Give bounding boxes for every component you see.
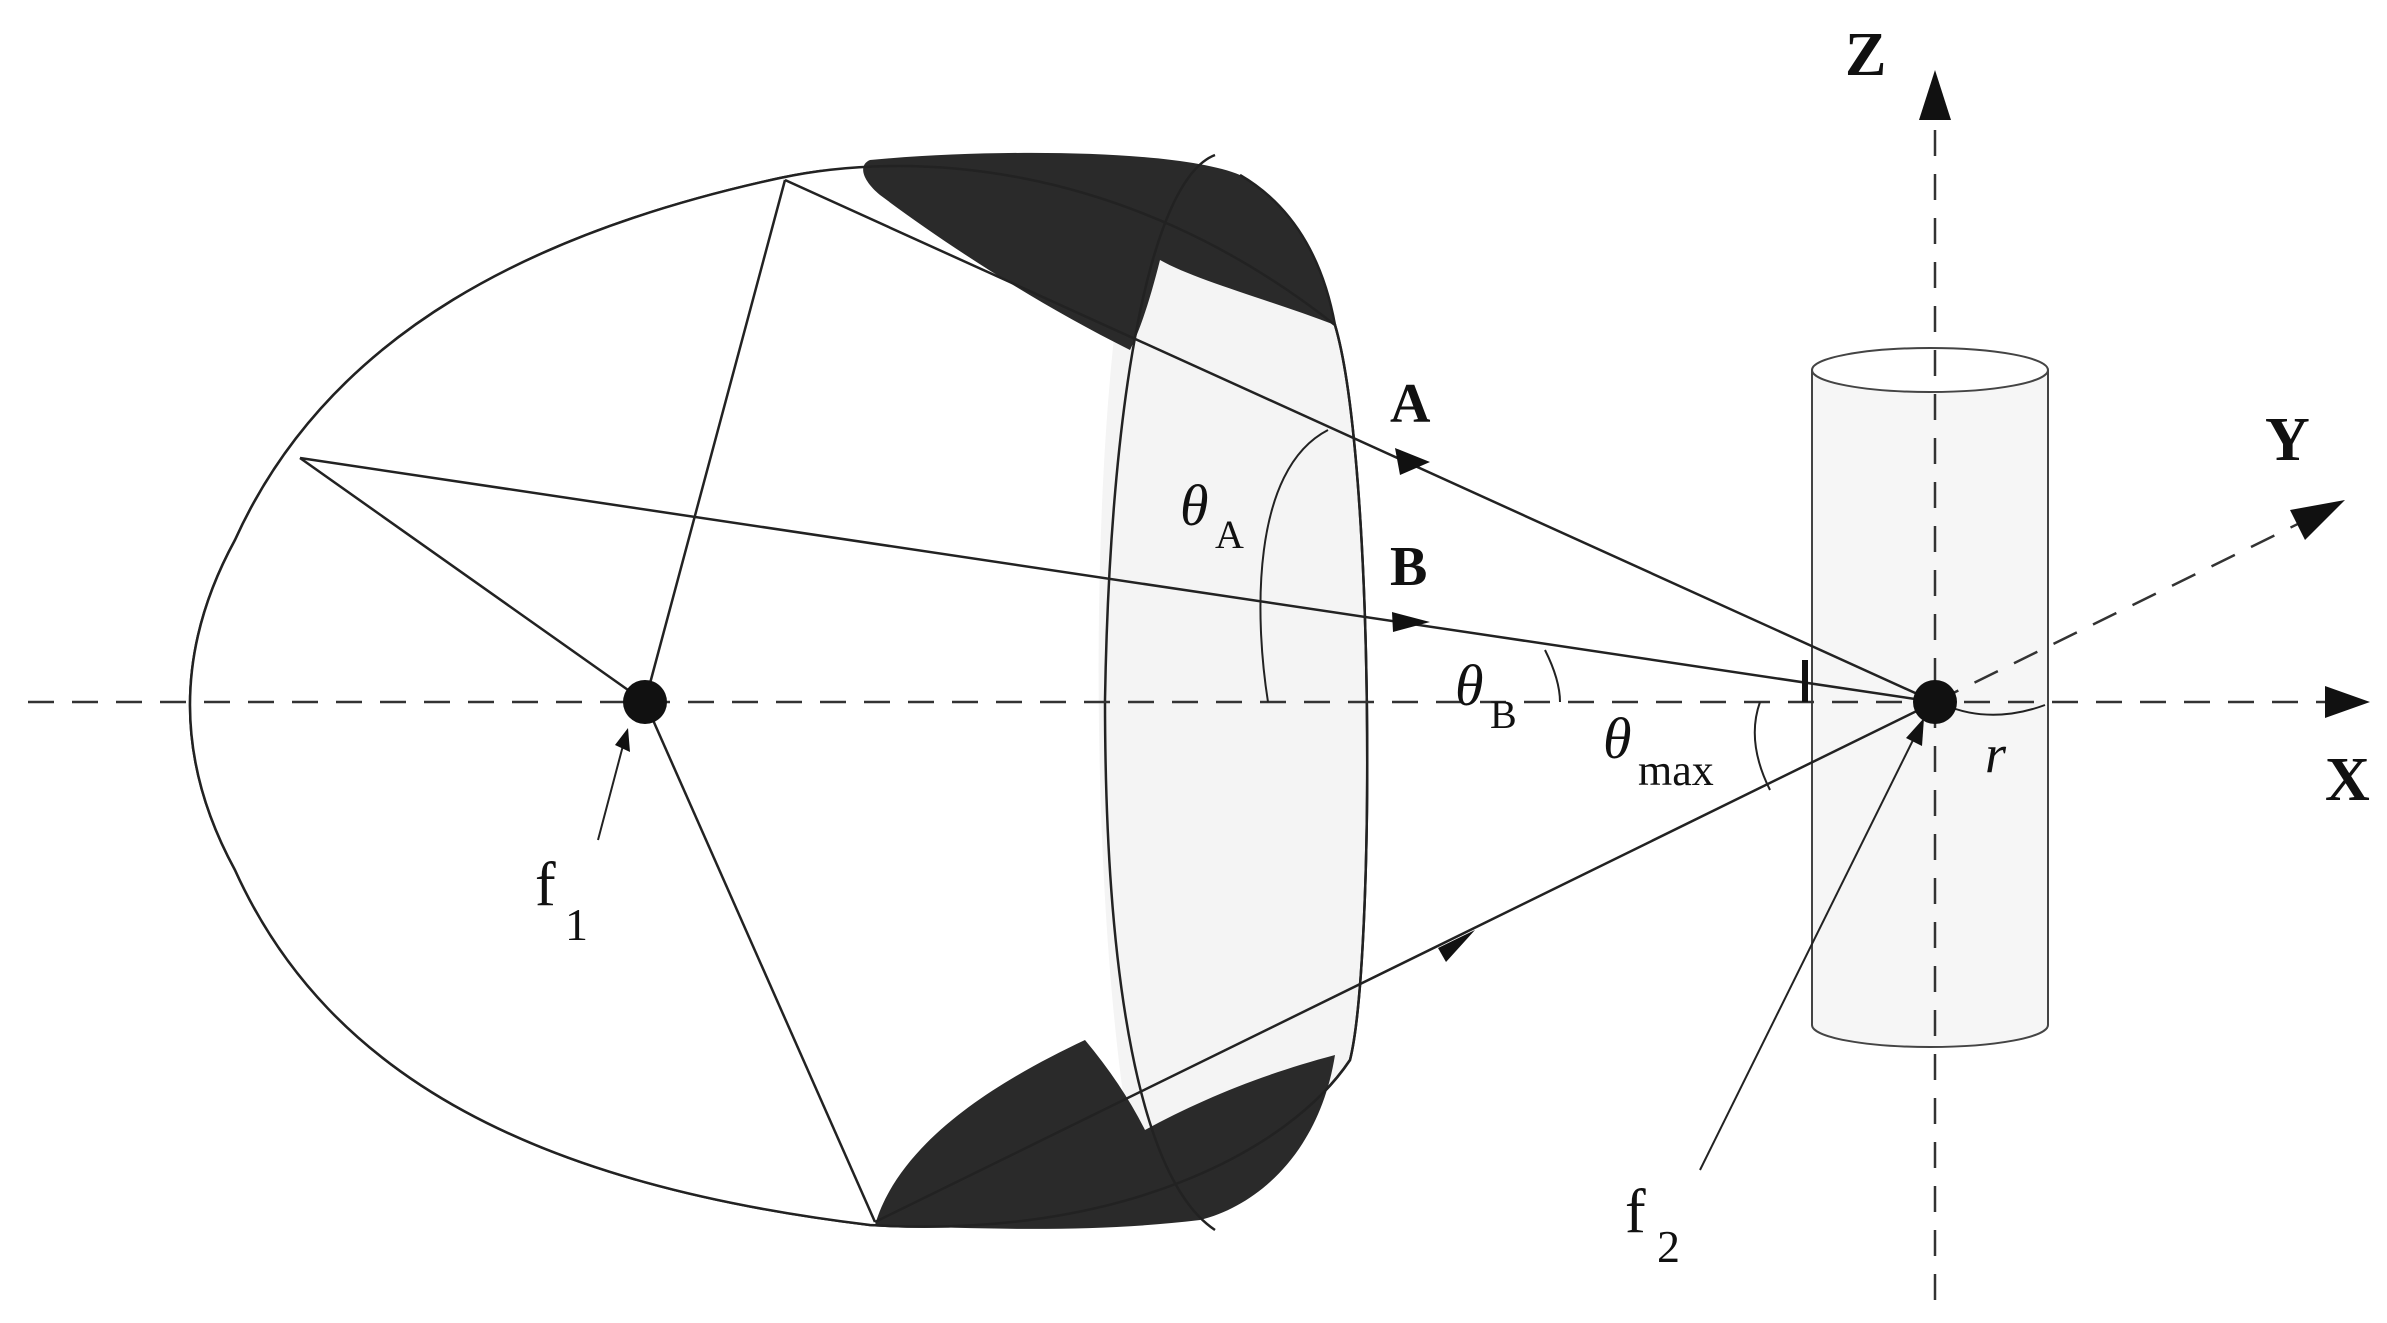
- ray-b-in: [299, 456, 646, 704]
- focus-2-pointer: [1699, 729, 1919, 1171]
- theta-max-arc: [1753, 701, 1771, 791]
- svg-text:f: f: [535, 851, 556, 919]
- x-axis-arrow: [2325, 686, 2370, 718]
- cylinder-top: [1811, 347, 2049, 393]
- focus-2-pointer-head: [1906, 718, 1924, 746]
- ray-a-label: A: [1390, 373, 1431, 435]
- svg-text:A: A: [1215, 512, 1244, 557]
- axis-x-label: X: [2325, 746, 2370, 814]
- angle-arcs: [1259, 429, 2046, 791]
- ray-max-out: [874, 700, 1936, 1224]
- focus-1-label: f 1: [535, 851, 588, 950]
- ray-b-label: B: [1390, 536, 1427, 598]
- svg-text:f: f: [1625, 1178, 1646, 1246]
- radius-label: r: [1985, 724, 2007, 784]
- svg-text:max: max: [1638, 746, 1714, 795]
- ray-a-arrowhead: [1395, 448, 1430, 475]
- ray-max-arrowhead: [1438, 930, 1475, 962]
- focus-1-pointer-head: [615, 728, 630, 752]
- rim-arc: [1103, 153, 1216, 1232]
- ray-b-out: [299, 456, 1936, 704]
- theta-b-label: θ B: [1455, 653, 1517, 737]
- ray-b-arrowhead: [1392, 612, 1430, 632]
- svg-text:θ: θ: [1603, 706, 1632, 771]
- focus-1-pointer: [597, 737, 626, 841]
- theta-a-label: θ A: [1180, 473, 1244, 557]
- shade-bottom: [875, 1040, 1335, 1229]
- axis-y-label: Y: [2265, 406, 2310, 474]
- y-axis: [1934, 516, 2311, 704]
- y-axis-arrow: [2290, 500, 2345, 540]
- focus-2-point: [1913, 680, 1957, 724]
- z-axis-arrow: [1919, 70, 1951, 120]
- svg-text:2: 2: [1657, 1221, 1680, 1272]
- ray-max-in: [643, 701, 877, 1223]
- axis-z-label: Z: [1845, 21, 1886, 89]
- theta-b-arc: [1544, 649, 1561, 703]
- svg-text:B: B: [1490, 692, 1517, 737]
- theta-a-arc: [1259, 429, 1329, 703]
- svg-text:1: 1: [565, 899, 588, 950]
- rays: [299, 178, 1936, 1224]
- focus-2-label: f 2: [1625, 1178, 1680, 1272]
- svg-text:θ: θ: [1455, 653, 1484, 718]
- ray-a-in: [643, 179, 787, 703]
- svg-text:θ: θ: [1180, 473, 1209, 538]
- reflector-bowl: [188, 152, 1369, 1232]
- ray-a-out: [784, 178, 1936, 704]
- shade-top: [863, 152, 1335, 350]
- focus-1-point: [623, 680, 667, 724]
- theta-max-label: θ max: [1603, 706, 1714, 795]
